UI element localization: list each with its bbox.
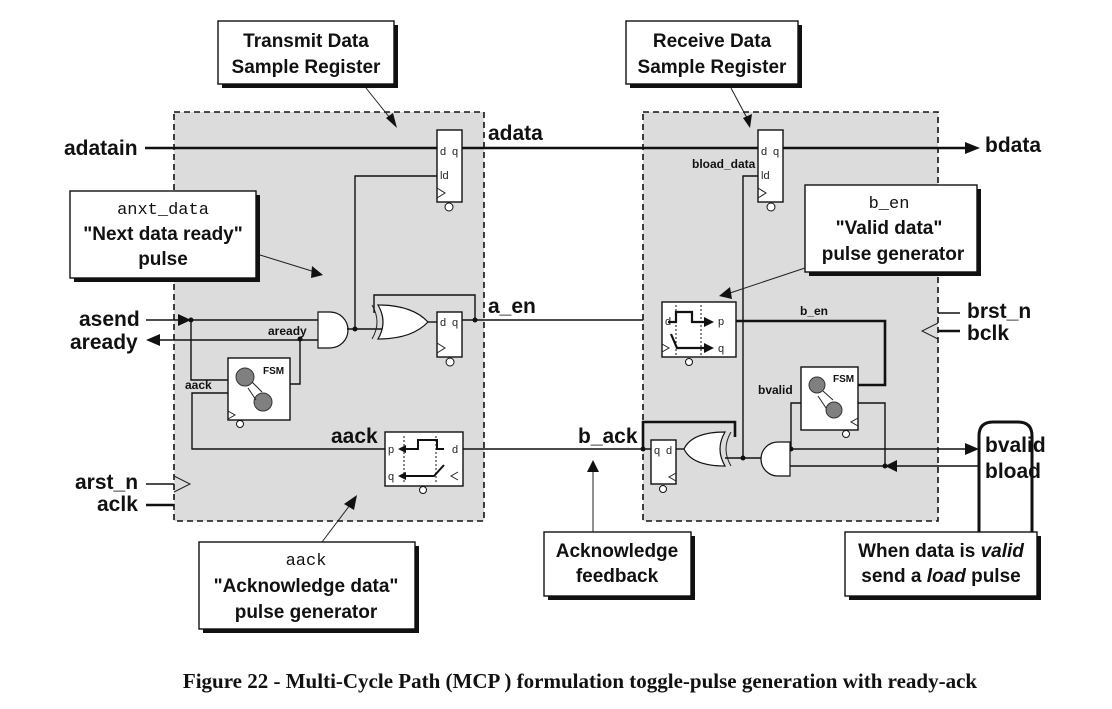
svg-text:d: d (440, 317, 446, 329)
bload-arrow-icon (885, 460, 897, 472)
transmit-data-register: d q ld (436, 129, 463, 212)
b-ack-flop: q d (650, 439, 677, 493)
b-en-label: b_en (800, 304, 828, 318)
bload-data-label: bload_data (692, 157, 756, 171)
figure-caption: Figure 22 - Multi-Cycle Path (MCP ) form… (183, 669, 978, 693)
svg-text:"Acknowledge data": "Acknowledge data" (214, 576, 399, 597)
bdata-label: bdata (985, 134, 1041, 157)
bdata-arrow-icon (965, 142, 980, 154)
callout-receive-register: Receive Data Sample Register (625, 20, 802, 88)
svg-text:q: q (773, 146, 779, 158)
aready-label: aready (70, 331, 138, 354)
svg-text:q: q (718, 343, 724, 355)
bvalid-internal-label: bvalid (758, 383, 793, 397)
aack-pulse-generator: p q d (384, 431, 464, 494)
bload-data-wire (742, 175, 758, 458)
brst-n-label: brst_n (967, 300, 1031, 323)
svg-text:q: q (452, 317, 458, 329)
svg-text:q: q (388, 471, 394, 483)
svg-text:pulse generator: pulse generator (822, 244, 965, 265)
aready-internal-label: aready (268, 324, 307, 338)
svg-text:d: d (761, 146, 767, 158)
svg-text:d: d (452, 444, 458, 456)
svg-text:Sample Register: Sample Register (638, 57, 787, 78)
callout-load-pulse: When data is valid send a load pulse (844, 531, 1041, 600)
a-en-feedback-wire (373, 294, 476, 320)
b-ack-feedback-wire (641, 420, 737, 449)
and-gate-transmit (317, 311, 349, 349)
asend-arrow-icon (178, 314, 191, 326)
b-ack-label: b_ack (578, 425, 638, 448)
callout-ack-feedback: Acknowledge feedback (543, 531, 695, 600)
a-en-label: a_en (488, 295, 536, 318)
svg-text:pulse: pulse (138, 249, 188, 270)
svg-text:ld: ld (440, 170, 449, 182)
svg-text:Receive Data: Receive Data (653, 31, 772, 52)
svg-text:aack: aack (286, 552, 327, 571)
svg-text:b_en: b_en (869, 195, 910, 214)
adatain-label: adatain (64, 137, 138, 160)
svg-text:Transmit Data: Transmit Data (243, 31, 369, 52)
callout-ack-data: aack "Acknowledge data" pulse generator (198, 541, 419, 633)
callout-valid-data: b_en "Valid data" pulse generator (804, 184, 981, 276)
bload-fsm-wire (858, 402, 886, 466)
svg-text:send a load pulse: send a load pulse (861, 566, 1020, 587)
svg-text:p: p (388, 444, 394, 456)
bload-label: bload (985, 460, 1041, 483)
bvalid-fsm-wire (790, 402, 801, 449)
aack-label: aack (331, 425, 378, 448)
arst-n-label: arst_n (75, 471, 138, 494)
bvalid-label: bvalid (985, 434, 1046, 457)
xor-gate-receive (683, 431, 732, 467)
b-en-wire (736, 319, 887, 387)
svg-text:d: d (666, 445, 672, 457)
callout-arrow-icon (344, 495, 357, 510)
callout-arrow-icon (587, 460, 599, 472)
svg-text:q: q (654, 445, 660, 457)
receiver-interface-box (977, 420, 1034, 532)
callout-arrow-icon (311, 266, 323, 278)
callout-transmit-register: Transmit Data Sample Register (217, 20, 398, 88)
clock-input-icon-b (920, 322, 939, 340)
adata-label: adata (488, 122, 543, 145)
svg-text:d: d (440, 146, 446, 158)
callout-arrow-icon (386, 113, 397, 128)
svg-text:anxt_data: anxt_data (117, 201, 209, 220)
svg-text:FSM: FSM (263, 366, 284, 377)
svg-text:ld: ld (761, 170, 770, 182)
asend-label: asend (79, 308, 140, 331)
fsm-transmit: FSM (227, 357, 291, 428)
svg-text:pulse generator: pulse generator (235, 602, 378, 623)
aclk-label: aclk (97, 493, 138, 516)
a-en-flop: d q (436, 311, 463, 367)
svg-text:Sample Register: Sample Register (232, 57, 381, 78)
callout-arrow-icon (743, 114, 752, 128)
svg-text:When data is valid: When data is valid (858, 541, 1024, 562)
anxt-data-wire (354, 175, 437, 329)
svg-text:"Valid data": "Valid data" (836, 218, 943, 239)
and-gate-receive (760, 441, 791, 477)
receive-data-register: d q ld (757, 129, 784, 212)
aready-arrow-icon (146, 334, 160, 346)
svg-text:"Next data ready": "Next data ready" (83, 224, 243, 245)
bvalid-arrow-icon (965, 443, 979, 455)
aack-fsm-label: aack (185, 378, 212, 392)
svg-text:Acknowledge: Acknowledge (556, 541, 678, 562)
clock-input-icon (173, 475, 192, 493)
b-en-pulse-generator: d p q (661, 301, 737, 366)
svg-text:p: p (718, 316, 724, 328)
callout-next-data-ready: anxt_data "Next data ready" pulse (69, 190, 260, 282)
svg-text:FSM: FSM (833, 374, 854, 385)
bclk-label: bclk (967, 322, 1009, 345)
svg-text:q: q (452, 146, 458, 158)
fsm-receive: FSM (800, 366, 859, 438)
aack-fsm-wire (191, 392, 385, 450)
aready-fsm-wire (290, 340, 301, 385)
asend-fsm-wire (190, 320, 228, 381)
callout-arrow-icon (719, 287, 732, 299)
svg-text:feedback: feedback (576, 566, 659, 587)
